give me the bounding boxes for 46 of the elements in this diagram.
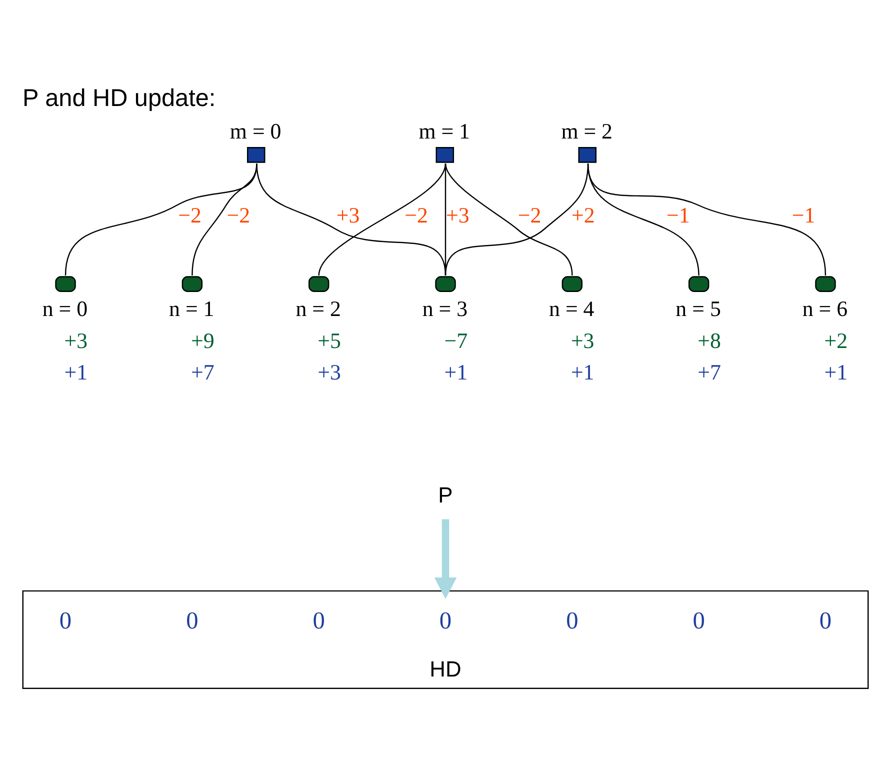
connector [318,162,446,276]
node-label: n = 4 [549,296,594,321]
node-label: +9 [190,327,214,352]
node-text: 0 [566,607,578,634]
node-label: m = 0 [230,118,282,143]
edge-label: −1 [666,202,690,227]
node-label: n = 3 [422,296,468,321]
node-label: +7 [698,359,721,384]
edge-label: −2 [226,202,250,227]
node-label: m = 2 [561,118,613,143]
edge-label: +2 [571,202,595,227]
connector [587,162,826,276]
node-label: n = 5 [676,296,721,321]
node-label: n = 6 [802,296,848,321]
node-text: 0 [59,607,72,634]
edge-label: −2 [404,202,428,227]
edge-label: +3 [336,202,360,227]
node-text: 0 [312,607,325,634]
node-label: +3 [64,327,88,352]
node-text: P [438,482,453,508]
node-label: m = 1 [418,118,470,143]
diagram-title: P and HD update: [22,84,216,112]
node-label: +1 [570,359,594,384]
connector [256,162,446,276]
node-label: +1 [824,359,848,384]
node-label: +1 [64,359,88,384]
node-label: n = 0 [42,296,88,321]
node-label: +3 [318,359,341,384]
edge-label: +3 [446,202,470,227]
node-label: +7 [190,359,214,384]
node-label: +8 [698,327,721,352]
node-label: −7 [444,327,468,352]
node-label: +5 [318,327,341,352]
node-text: 0 [819,607,832,634]
edge-label: −2 [518,202,542,227]
node-label: +1 [444,359,468,384]
node-text: 0 [692,607,705,634]
node-label: n = 1 [169,296,214,321]
edge-label: −1 [792,202,816,227]
edge-label: −2 [178,202,202,227]
node-label: n = 2 [296,296,341,321]
node-label: +2 [824,327,848,352]
arrow [434,518,457,598]
node-label: +3 [570,327,594,352]
node-text: 0 [439,607,452,634]
node-text: 0 [186,607,198,634]
